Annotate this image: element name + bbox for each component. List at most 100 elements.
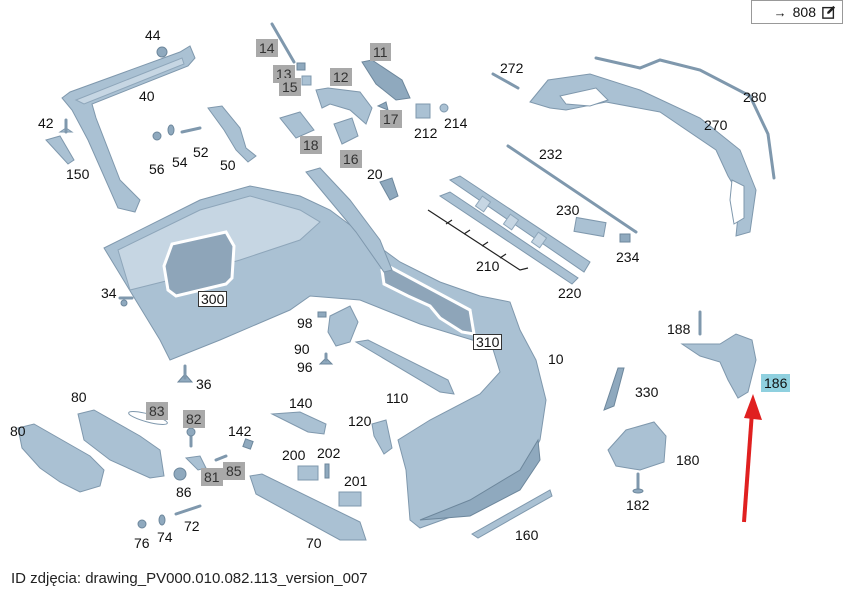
part-40-bracket[interactable]: [61, 45, 196, 213]
label-part-180[interactable]: 180: [676, 452, 700, 468]
label-part-310[interactable]: 310: [473, 334, 503, 350]
part-82-screw[interactable]: [186, 427, 196, 448]
part-201-plate[interactable]: [338, 491, 362, 507]
part-150[interactable]: [45, 135, 75, 165]
label-part-160[interactable]: 160: [515, 527, 539, 543]
label-part-142[interactable]: 142: [228, 423, 252, 439]
part-234[interactable]: [619, 233, 631, 243]
label-part-186[interactable]: 186: [761, 374, 791, 392]
label-part-120[interactable]: 120: [348, 413, 372, 429]
part-44-clip[interactable]: [156, 46, 168, 58]
label-part-44[interactable]: 44: [145, 27, 161, 43]
part-220-grille[interactable]: [448, 175, 591, 273]
part-56-washer[interactable]: [152, 131, 162, 141]
part-42-pin[interactable]: [58, 118, 74, 134]
label-part-214[interactable]: 214: [444, 115, 468, 131]
part-85-screw[interactable]: [214, 454, 228, 462]
label-part-85[interactable]: 85: [223, 462, 245, 480]
part-280-trim[interactable]: [594, 56, 776, 180]
part-98[interactable]: [317, 311, 327, 318]
part-12[interactable]: [315, 87, 373, 125]
label-part-330[interactable]: 330: [635, 384, 659, 400]
part-96-clip[interactable]: [318, 352, 334, 365]
part-16[interactable]: [333, 117, 359, 145]
part-232-rod[interactable]: [506, 144, 638, 234]
label-part-200[interactable]: 200: [282, 447, 306, 463]
label-part-230[interactable]: 230: [556, 202, 580, 218]
part-13[interactable]: [296, 62, 306, 71]
part-17[interactable]: [376, 101, 389, 111]
label-part-74[interactable]: 74: [157, 529, 173, 545]
part-300-outline[interactable]: [162, 230, 236, 298]
label-part-272[interactable]: 272: [500, 60, 524, 76]
label-part-280[interactable]: 280: [743, 89, 767, 105]
part-36-clip[interactable]: [176, 364, 194, 383]
label-part-150[interactable]: 150: [66, 166, 90, 182]
label-part-12[interactable]: 12: [330, 68, 352, 86]
label-part-232[interactable]: 232: [539, 146, 563, 162]
part-20[interactable]: [379, 177, 399, 201]
part-90-bracket[interactable]: [327, 305, 359, 347]
part-142-clip[interactable]: [242, 438, 254, 450]
label-part-20[interactable]: 20: [367, 166, 383, 182]
label-part-96[interactable]: 96: [297, 359, 313, 375]
label-part-17[interactable]: 17: [380, 110, 402, 128]
label-part-188[interactable]: 188: [667, 321, 691, 337]
label-part-18[interactable]: 18: [300, 136, 322, 154]
label-part-10[interactable]: 10: [548, 351, 564, 367]
part-272-screw[interactable]: [491, 72, 520, 90]
label-part-201[interactable]: 201: [344, 473, 368, 489]
label-part-50[interactable]: 50: [220, 157, 236, 173]
label-part-300[interactable]: 300: [198, 291, 228, 307]
label-part-210[interactable]: 210: [476, 258, 500, 274]
part-120-bracket[interactable]: [371, 419, 393, 455]
part-74-washer[interactable]: [158, 514, 166, 526]
label-part-82[interactable]: 82: [183, 410, 205, 428]
part-52-bolt[interactable]: [180, 126, 202, 134]
label-part-36[interactable]: 36: [196, 376, 212, 392]
label-part-86[interactable]: 86: [176, 484, 192, 500]
part-110-strip[interactable]: [354, 339, 455, 395]
label-part-202[interactable]: 202: [317, 445, 341, 461]
part-330[interactable]: [603, 367, 625, 411]
part-15[interactable]: [301, 75, 312, 86]
label-part-56[interactable]: 56: [149, 161, 165, 177]
label-part-52[interactable]: 52: [193, 144, 209, 160]
label-part-212[interactable]: 212: [414, 125, 438, 141]
label-part-83[interactable]: 83: [146, 402, 168, 420]
label-part-15[interactable]: 15: [279, 78, 301, 96]
label-part-42[interactable]: 42: [38, 115, 54, 131]
part-18[interactable]: [279, 111, 315, 139]
part-80-bracket-right[interactable]: [77, 409, 165, 479]
label-part-81[interactable]: 81: [201, 468, 223, 486]
label-part-234[interactable]: 234: [616, 249, 640, 265]
label-part-16[interactable]: 16: [340, 150, 362, 168]
part-54-washer[interactable]: [167, 124, 175, 136]
label-part-182[interactable]: 182: [626, 497, 650, 513]
part-86-washer[interactable]: [173, 467, 187, 481]
part-34-screw[interactable]: [118, 296, 134, 307]
part-310-outline[interactable]: [380, 264, 476, 336]
label-part-220[interactable]: 220: [558, 285, 582, 301]
part-80-bracket-left[interactable]: [17, 423, 105, 493]
part-200-plate[interactable]: [297, 465, 319, 481]
part-230-sensor[interactable]: [573, 216, 607, 238]
part-140-strip[interactable]: [270, 411, 327, 435]
label-part-11[interactable]: 11: [370, 43, 391, 61]
label-part-76[interactable]: 76: [134, 535, 150, 551]
part-72-bolt[interactable]: [174, 504, 202, 516]
label-part-14[interactable]: 14: [256, 39, 278, 57]
label-part-34[interactable]: 34: [101, 285, 117, 301]
part-160-strip[interactable]: [471, 489, 553, 539]
label-part-40[interactable]: 40: [139, 88, 155, 104]
part-180-housing[interactable]: [607, 421, 667, 471]
label-part-54[interactable]: 54: [172, 154, 188, 170]
label-part-270[interactable]: 270: [704, 117, 728, 133]
part-11[interactable]: [361, 59, 411, 101]
part-202-clip[interactable]: [324, 463, 330, 479]
label-part-140[interactable]: 140: [289, 395, 313, 411]
part-214[interactable]: [439, 103, 449, 113]
label-part-98[interactable]: 98: [297, 315, 313, 331]
label-part-90[interactable]: 90: [294, 341, 310, 357]
label-part-70[interactable]: 70: [306, 535, 322, 551]
